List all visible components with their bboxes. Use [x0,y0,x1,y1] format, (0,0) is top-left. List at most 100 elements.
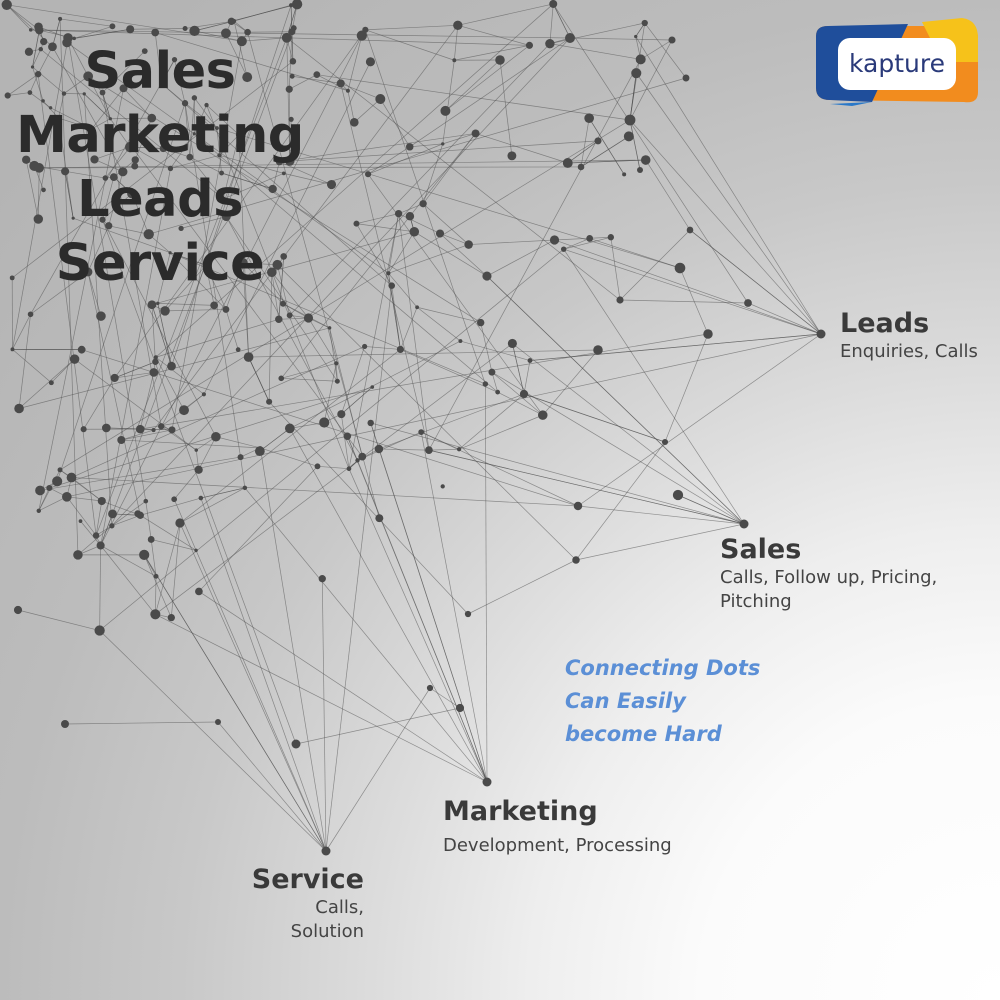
network-edge [170,155,220,169]
network-edge [39,159,646,169]
network-edge [340,346,365,415]
network-edge [316,74,631,121]
network-dot [334,378,340,384]
network-edge [99,545,101,631]
network-edge [580,118,590,167]
network-edge [198,466,318,592]
network-dot [69,354,80,364]
network-edge [325,285,393,852]
network-edge [87,225,110,273]
network-edge [442,60,455,144]
network-dot [9,275,15,281]
network-dot [151,428,156,433]
network-dot [527,358,533,363]
network-edge [179,487,246,524]
network-dot [744,299,752,307]
network-edge [367,146,410,175]
network-edge [486,275,745,525]
network-edge [155,356,205,395]
network-dot [141,48,148,55]
network-dot [27,311,34,318]
network-edge [356,223,393,286]
network-edge [111,500,146,527]
network-edge [348,468,488,783]
network-edge [150,539,157,577]
node-label-sales: Sales Calls, Follow up, Pricing, Pitchin… [720,534,937,614]
node-title-marketing: Marketing [443,796,598,827]
node-label-service: Service Calls, Solution [238,864,364,944]
network-edge [445,45,530,112]
network-edge [7,73,39,96]
network-edge [629,39,673,121]
network-dot [623,131,634,142]
network-dot [159,144,167,153]
kapture-logo: kapture [812,18,980,106]
network-edge [155,32,349,92]
network-dot [386,271,391,276]
network-dot [24,47,34,56]
network-edge [356,223,415,233]
network-edge [428,448,460,451]
network-dot [167,361,176,371]
network-edge [12,37,69,350]
network-edge [388,231,415,274]
network-dot [61,720,69,728]
network-dot [119,84,128,93]
network-edge [87,271,102,317]
network-dot [353,220,360,227]
network-dot [622,172,627,177]
network-edge [99,630,327,852]
network-dot [201,392,206,397]
network-edge [260,447,318,467]
network-edge [157,303,172,367]
callout-text: Connecting Dots Can Easily become Hard [565,652,760,751]
network-edge [50,107,93,130]
network-edge [32,49,42,68]
network-dot [343,432,352,440]
network-dot [586,235,594,242]
headline-line-sales: Sales [84,42,236,101]
network-edge [59,469,102,502]
network-edge [83,93,113,526]
network-dot [58,16,63,21]
network-edge [143,554,172,618]
network-dot [370,385,375,389]
network-edge [195,550,327,852]
network-edge [30,29,571,39]
network-edge [91,118,111,130]
node-label-marketing: Marketing Development, Processing [443,796,672,858]
network-edge [203,61,371,395]
network-dot [38,46,43,52]
network-edge [58,117,92,130]
network-dot [22,155,31,164]
network-edge [6,4,40,31]
network-dot [129,144,134,149]
network-dot [181,100,189,107]
network-edge [497,391,543,416]
network-edge [94,159,123,173]
network-edge [563,248,822,335]
network-dot [117,435,126,445]
network-dot [109,23,116,30]
network-edge [170,133,195,169]
network-edge [289,74,317,90]
network-dot [275,158,284,166]
network-dot [419,200,427,208]
network-edge [281,377,338,382]
network-nodes [1,0,826,856]
network-edge [25,159,39,220]
network-dot [396,345,404,354]
network-edge [32,66,44,101]
network-dot [34,70,42,78]
network-dot [464,240,473,249]
network-edge [340,83,381,100]
network-edge [422,143,444,204]
network-dot [41,187,46,193]
network-dot [334,361,339,366]
network-dot [254,446,265,456]
network-edge [414,231,488,277]
headline-line-leads: Leads [77,170,243,229]
network-dot [345,88,350,93]
network-dot [464,610,472,618]
network-dot [118,167,128,177]
